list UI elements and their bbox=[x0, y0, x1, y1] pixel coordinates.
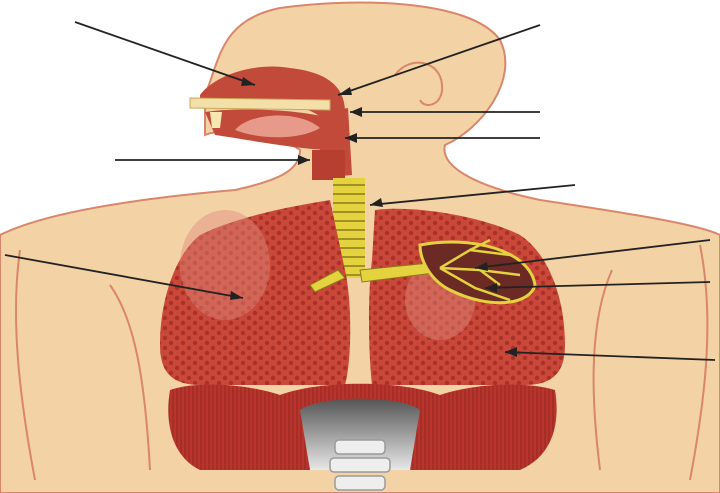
teeth bbox=[210, 112, 222, 128]
larynx bbox=[312, 150, 345, 180]
lung-highlight-left bbox=[180, 210, 270, 320]
palate bbox=[190, 98, 330, 110]
spine bbox=[330, 440, 390, 490]
